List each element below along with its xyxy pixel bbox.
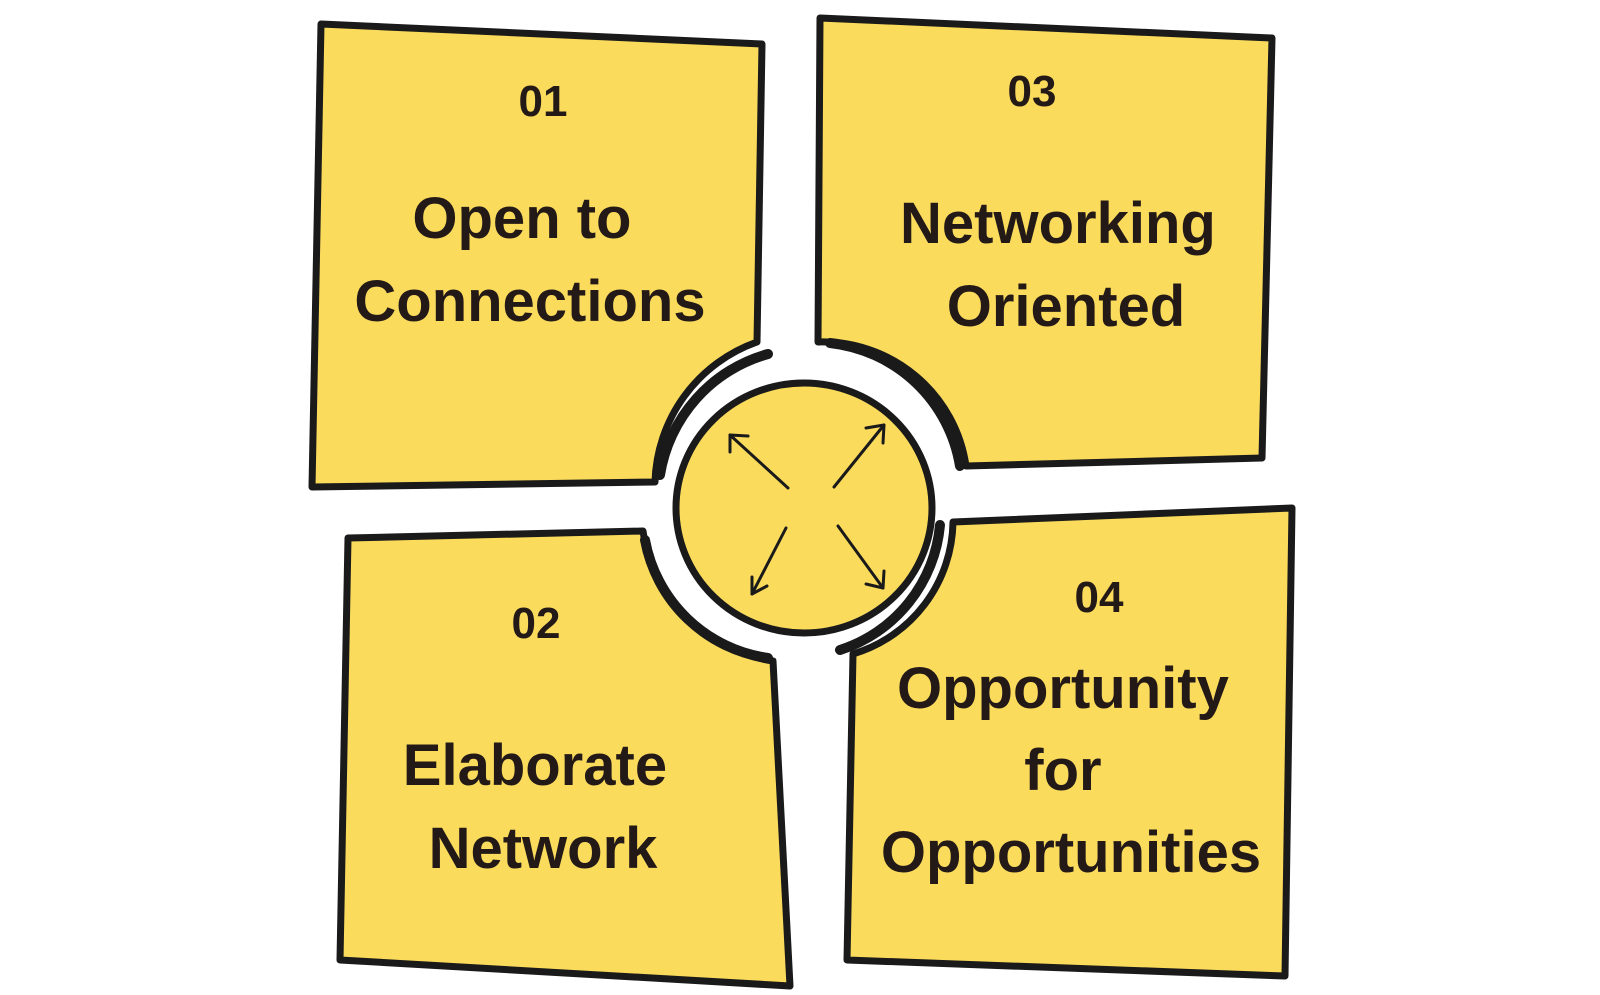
card-04-shape — [843, 504, 1296, 980]
outer-ring-bottom-left — [640, 535, 773, 663]
card-04-title-line-1: Opportunity — [897, 656, 1229, 721]
card-02-title: Elaborate Network — [403, 733, 683, 881]
outer-ring-bottom-right — [835, 520, 945, 655]
arrow-down-left — [750, 526, 788, 596]
card-03-number: 03 — [1008, 67, 1057, 116]
arrow-up-left — [728, 433, 790, 490]
card-03: 03 Networking Oriented — [814, 14, 1276, 470]
card-03-title-line-1: Networking — [900, 191, 1216, 256]
arrow-up-right — [832, 423, 886, 489]
card-04-number: 04 — [1075, 573, 1124, 622]
card-01-title-line-1: Open to — [412, 186, 631, 251]
card-03-title-line-2: Oriented — [947, 274, 1186, 339]
card-04-title: Opportunity for Opportunities — [881, 656, 1261, 885]
outer-ring — [640, 338, 965, 663]
card-04-title-line-2: for — [1024, 738, 1101, 803]
card-01: 01 Open to Connections — [308, 20, 766, 491]
hub — [672, 379, 936, 637]
card-01-title-line-2: Connections — [354, 269, 705, 334]
card-04: 04 Opportunity for Opportunities — [843, 504, 1296, 980]
outer-ring-top-left — [655, 349, 773, 480]
outer-ring-top-right — [825, 338, 965, 471]
hub-circle — [672, 379, 936, 637]
card-04-title-line-3: Opportunities — [881, 820, 1261, 885]
card-02-number: 02 — [512, 599, 561, 648]
card-02-title-line-1: Elaborate — [403, 733, 667, 798]
arrow-down-right — [836, 524, 886, 590]
card-02-title-line-2: Network — [429, 816, 659, 881]
arrows-outward-icon — [728, 423, 886, 596]
card-03-title: Networking Oriented — [900, 191, 1232, 339]
card-01-title: Open to Connections — [354, 186, 705, 334]
card-01-number: 01 — [519, 77, 568, 126]
